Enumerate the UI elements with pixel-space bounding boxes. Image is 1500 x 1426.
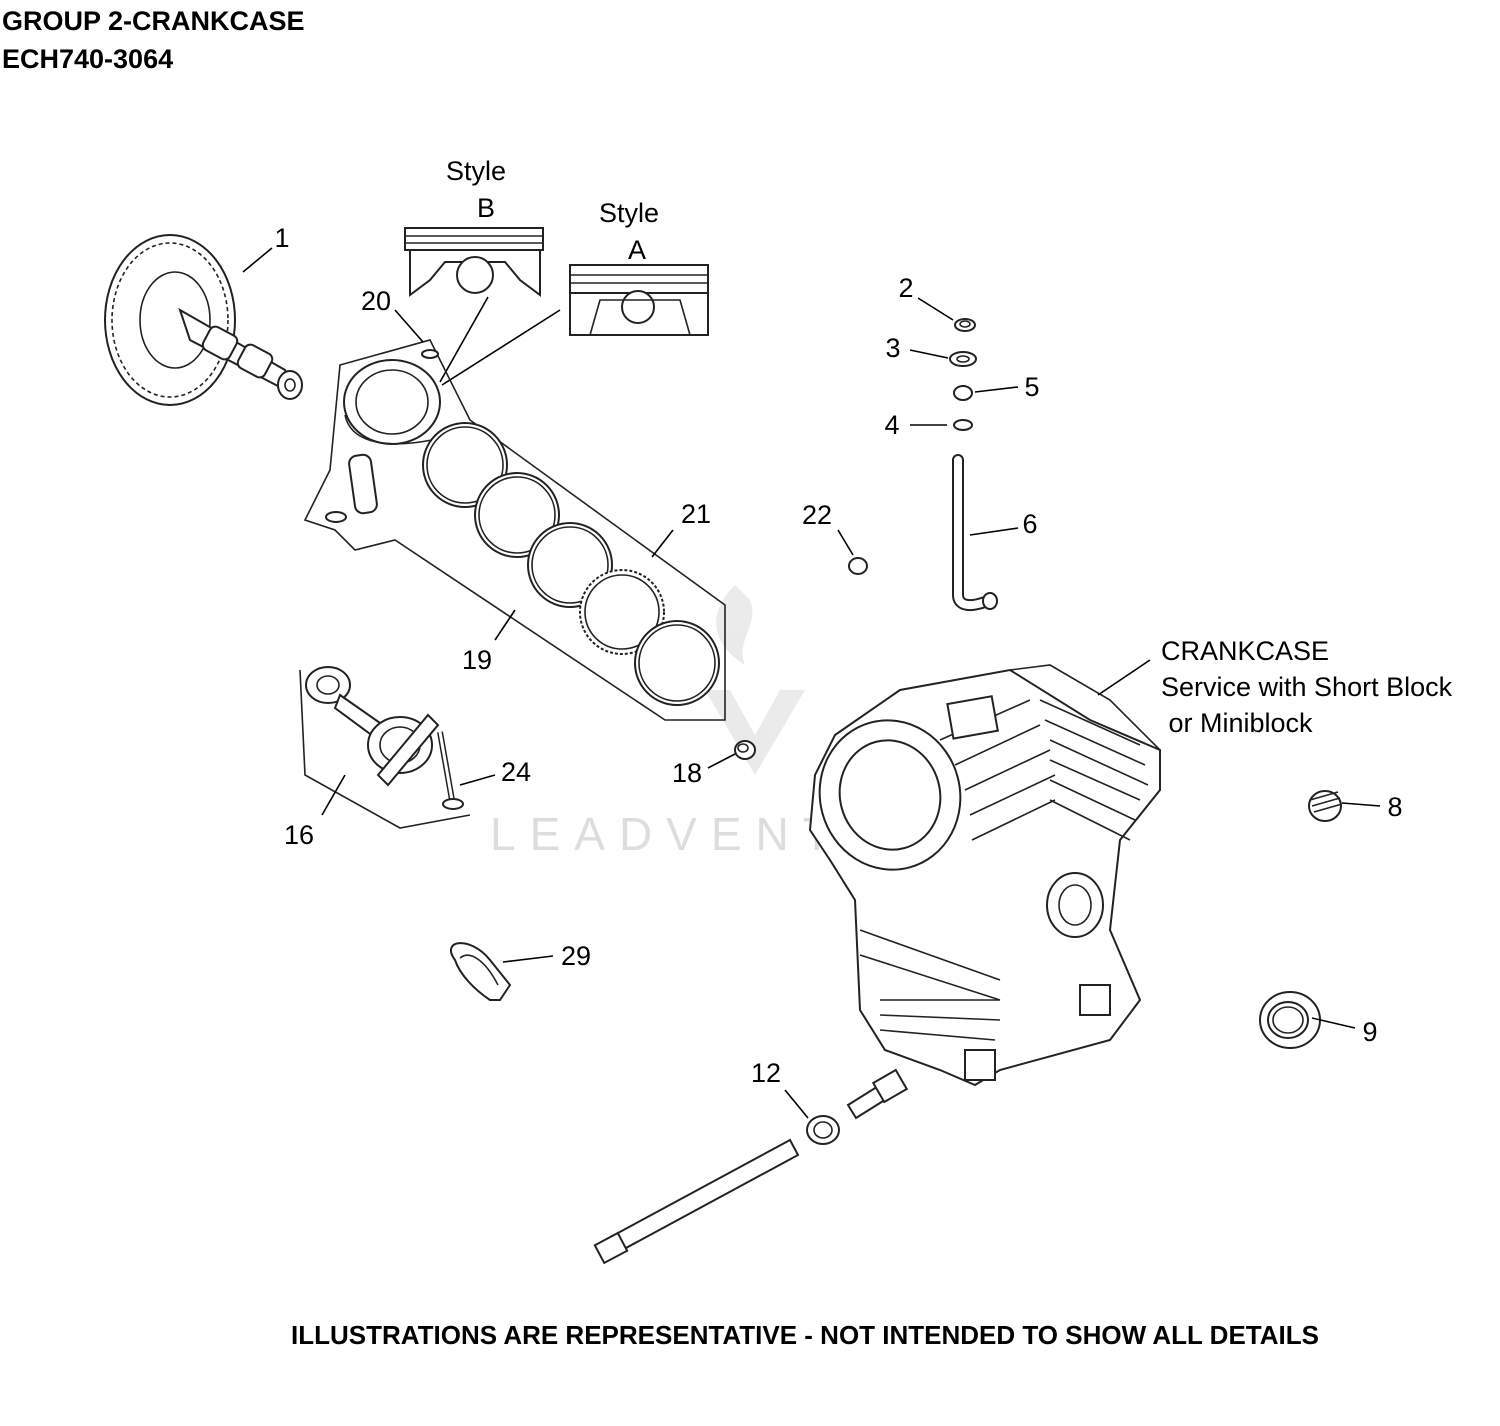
callout-29[interactable]: 29 bbox=[561, 941, 591, 971]
part-drain-hose[interactable] bbox=[593, 1138, 800, 1265]
callout-24[interactable]: 24 bbox=[501, 757, 531, 787]
callout-9[interactable]: 9 bbox=[1362, 1017, 1377, 1047]
callout-3[interactable]: 3 bbox=[885, 333, 900, 363]
part-connecting-rod[interactable] bbox=[299, 666, 471, 829]
callout-6[interactable]: 6 bbox=[1022, 509, 1037, 539]
callout-21[interactable]: 21 bbox=[681, 499, 711, 529]
callout-16[interactable]: 16 bbox=[284, 820, 314, 850]
disclaimer-footer: ILLUSTRATIONS ARE REPRESENTATIVE - NOT I… bbox=[291, 1320, 1319, 1350]
callout-8[interactable]: 8 bbox=[1387, 792, 1402, 822]
callout-1[interactable]: 1 bbox=[274, 223, 289, 253]
v-logo-icon bbox=[705, 690, 805, 775]
callout-22[interactable]: 22 bbox=[802, 500, 832, 530]
part-valve-stem-cap[interactable] bbox=[954, 318, 976, 332]
callout-20[interactable]: 20 bbox=[361, 286, 391, 316]
part-washer[interactable] bbox=[949, 351, 977, 367]
part-piston-style-b[interactable] bbox=[404, 227, 544, 297]
part-crankcase-block[interactable] bbox=[803, 664, 1161, 1087]
part-dowel-pin[interactable] bbox=[734, 740, 756, 760]
part-seal[interactable] bbox=[953, 385, 973, 401]
part-clip[interactable] bbox=[449, 942, 512, 1001]
leader-lines bbox=[242, 247, 1381, 1119]
crankcase-note-line2: Service with Short Block bbox=[1161, 672, 1453, 702]
crankcase-note-line3: or Miniblock bbox=[1161, 708, 1313, 738]
part-breather-tube[interactable] bbox=[952, 454, 998, 612]
style-b-label-line2: B bbox=[477, 193, 495, 223]
callout-18[interactable]: 18 bbox=[672, 758, 702, 788]
flame-logo-icon bbox=[716, 585, 753, 665]
part-rod-bolt[interactable] bbox=[437, 731, 464, 810]
part-hose-clamp[interactable] bbox=[806, 1115, 840, 1145]
callout-2[interactable]: 2 bbox=[898, 273, 913, 303]
part-plug-22[interactable] bbox=[848, 557, 868, 575]
style-b-label-line1: Style bbox=[446, 156, 506, 186]
part-camshaft-gear[interactable] bbox=[104, 234, 303, 406]
part-piston-assembly[interactable] bbox=[303, 339, 726, 721]
crankcase-note-line1: CRANKCASE bbox=[1161, 636, 1329, 666]
part-oil-seal[interactable] bbox=[1259, 991, 1321, 1049]
model-number: ECH740-3064 bbox=[2, 44, 174, 74]
group-title: GROUP 2-CRANKCASE bbox=[2, 6, 305, 36]
part-hose-fitting[interactable] bbox=[846, 1068, 909, 1120]
callout-19[interactable]: 19 bbox=[462, 645, 492, 675]
callout-5[interactable]: 5 bbox=[1024, 372, 1039, 402]
callout-12[interactable]: 12 bbox=[751, 1058, 781, 1088]
callout-4[interactable]: 4 bbox=[884, 410, 899, 440]
part-retainer[interactable] bbox=[953, 419, 973, 431]
part-piston-style-a[interactable] bbox=[569, 264, 709, 336]
style-a-label-line2: A bbox=[628, 235, 646, 265]
part-pipe-plug[interactable] bbox=[1308, 790, 1343, 822]
style-a-label-line1: Style bbox=[599, 198, 659, 228]
